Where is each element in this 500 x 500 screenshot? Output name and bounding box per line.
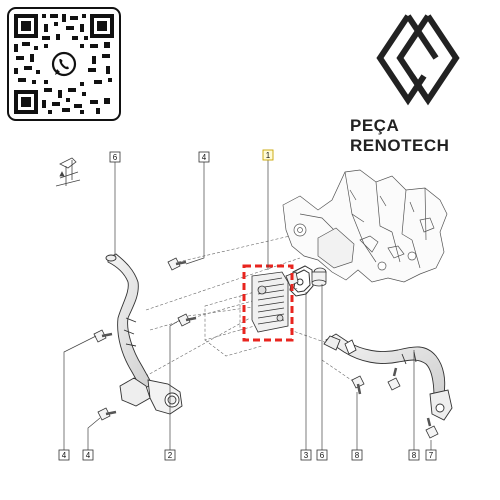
bolt-2	[177, 313, 197, 327]
callout-bottom-3: 3	[300, 449, 312, 461]
svg-text:4: 4	[86, 451, 91, 460]
svg-text:8: 8	[412, 451, 417, 460]
bolts	[93, 257, 439, 439]
callout-top-1: 1	[262, 149, 274, 161]
svg-text:6: 6	[113, 153, 118, 162]
bolt-4-top	[167, 257, 187, 271]
leader-lines	[63, 160, 432, 450]
right-hose	[323, 333, 453, 421]
callout-top-6: 6	[109, 151, 121, 163]
callout-bottom-2: 2	[164, 449, 176, 461]
svg-text:2: 2	[168, 451, 173, 460]
left-hose	[105, 253, 183, 415]
callout-bottom-4a: 4	[58, 449, 70, 461]
callout-bottom-8a: 8	[351, 449, 363, 461]
svg-text:4: 4	[202, 153, 207, 162]
svg-text:3: 3	[304, 451, 309, 460]
svg-text:4: 4	[62, 451, 67, 460]
outlet-fitting	[311, 267, 327, 287]
svg-text:1: 1	[266, 151, 271, 160]
qr-code	[7, 7, 121, 121]
callouts: 6 4 1 4 4 2 3 6 8 8 7	[58, 149, 437, 461]
callout-top-4: 4	[198, 151, 210, 163]
bolt-4-bottom	[97, 407, 117, 421]
engine-block	[282, 169, 448, 283]
bolt-8-a	[351, 375, 365, 395]
callout-bottom-6: 6	[316, 449, 328, 461]
brand-name: PEÇA RENOTECH	[350, 116, 450, 155]
orientation-icon	[55, 157, 81, 187]
svg-text:8: 8	[355, 451, 360, 460]
oil-cooler	[242, 264, 299, 342]
callout-bottom-7: 7	[425, 449, 437, 461]
callout-bottom-4b: 4	[82, 449, 94, 461]
bolt-7	[425, 417, 439, 439]
bolt-4-left	[93, 329, 113, 343]
callout-bottom-8b: 8	[408, 449, 420, 461]
svg-text:6: 6	[320, 451, 325, 460]
bolt-8-b	[387, 367, 401, 391]
whatsapp-icon	[49, 49, 79, 79]
svg-text:7: 7	[429, 451, 434, 460]
renault-diamond-logo	[376, 14, 460, 106]
guide-lines	[127, 235, 361, 387]
